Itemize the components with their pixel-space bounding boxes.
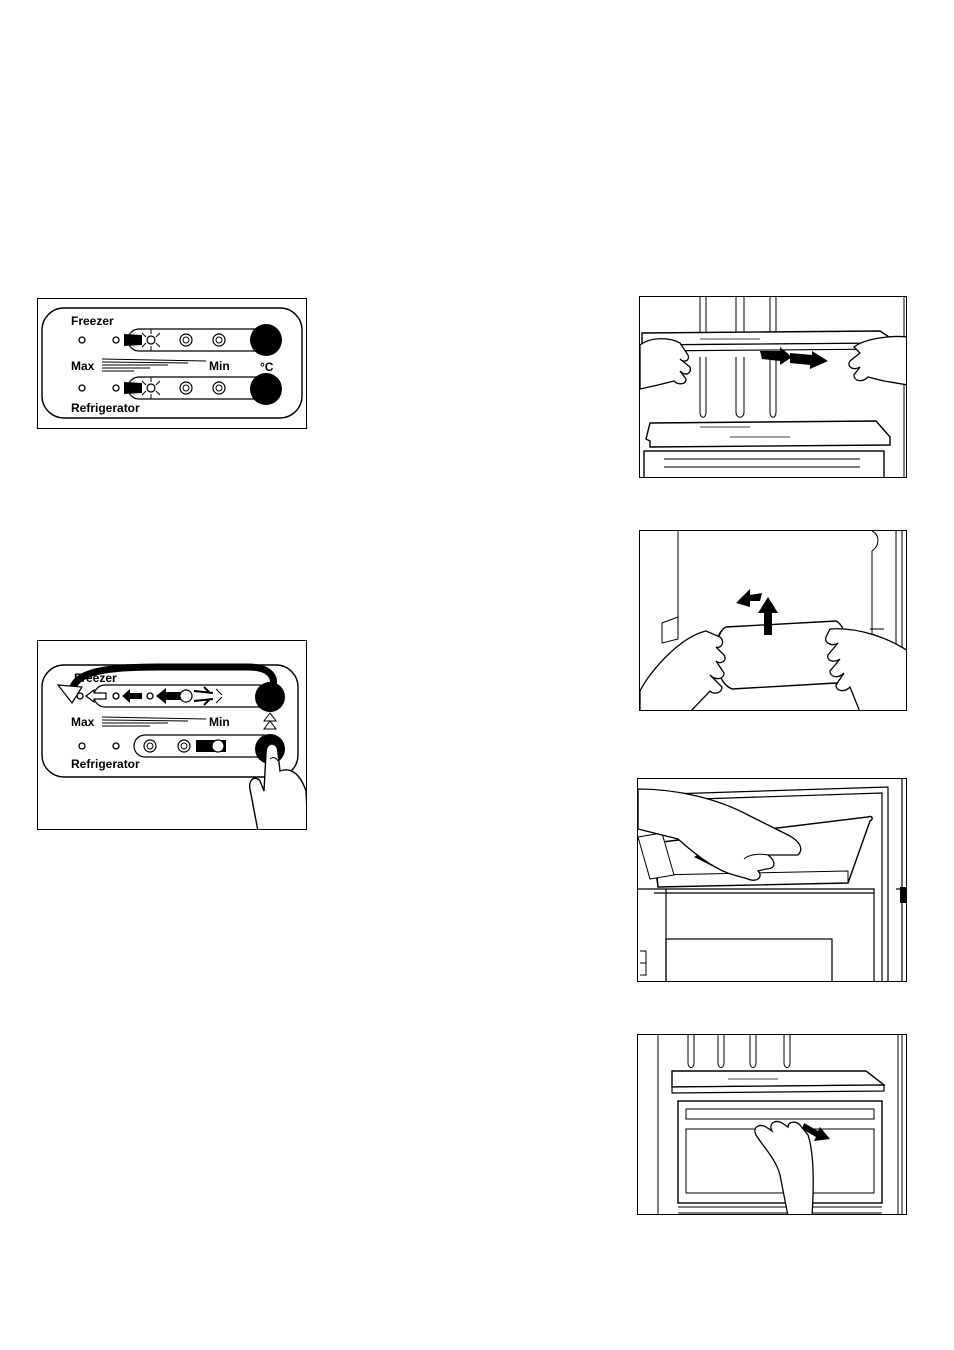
unit-label: °C	[260, 361, 273, 373]
freezer-led-row	[79, 329, 225, 351]
min-label: Min	[209, 360, 230, 372]
refrigerator-led-row	[79, 377, 225, 399]
control-panel-setting-figure: Freezer Max Min °C Refrigerator	[37, 298, 307, 429]
freezer-label: Freezer	[74, 672, 117, 684]
freezer-knob	[250, 324, 282, 356]
control-panel-adjust-figure: Freezer Max Min Refrigerator	[37, 640, 307, 830]
max-label: Max	[71, 360, 94, 372]
remove-shelf-icon	[639, 296, 907, 478]
refrigerator-label: Refrigerator	[71, 402, 140, 414]
remove-light-cover-icon	[639, 530, 907, 711]
refrigerator-knob	[250, 373, 282, 405]
remove-door-rack-icon	[637, 778, 907, 982]
max-label: Max	[71, 716, 94, 728]
min-label: Min	[209, 716, 230, 728]
freezer-label: Freezer	[71, 315, 114, 327]
freezer-knob	[255, 682, 285, 712]
pull-out-drawer-icon	[637, 1034, 907, 1215]
refrigerator-label: Refrigerator	[71, 758, 140, 770]
control-panel-adjust-drawing	[38, 641, 307, 830]
